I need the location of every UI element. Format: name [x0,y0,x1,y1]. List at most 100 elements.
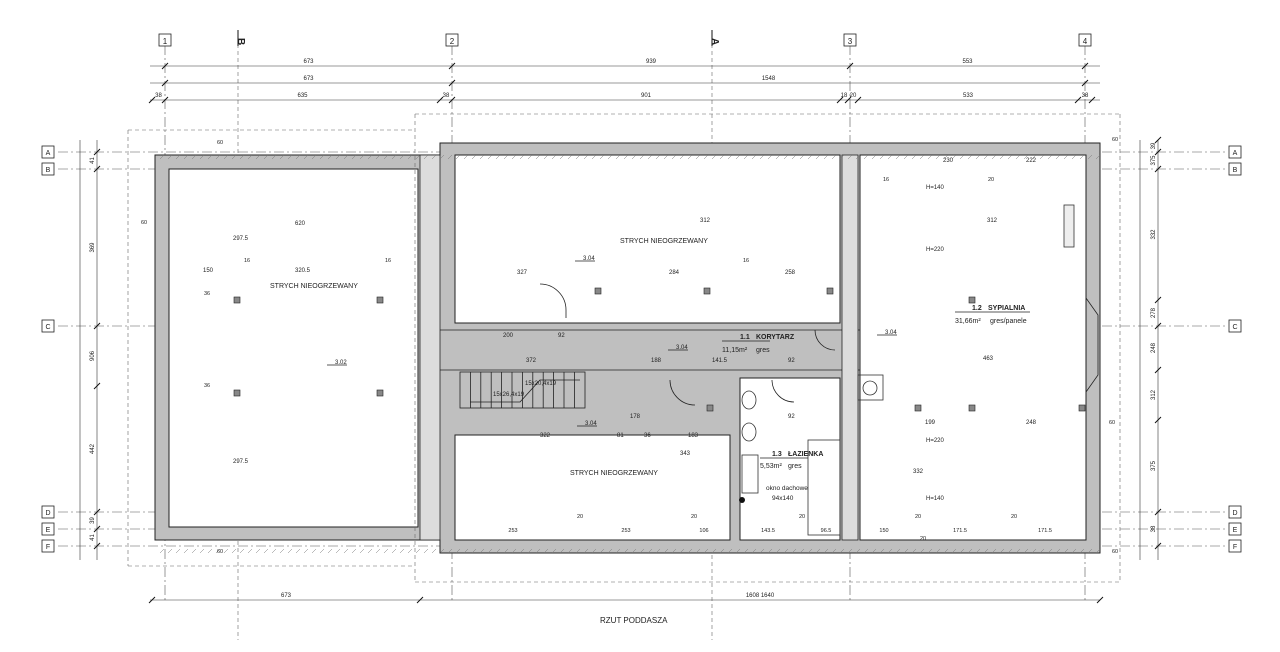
dimension-tick [1154,322,1162,330]
wall-hatch [679,548,685,554]
grid-row-bubble-right [1228,505,1242,519]
wall-hatch [327,154,333,160]
grid-row-label-right: A [1233,150,1238,157]
grid-row-label-left: B [46,167,51,174]
grid-column-bubble [158,33,172,47]
wall-hatch [287,548,293,554]
wall-hatch [615,548,621,554]
wall-hatch [671,154,677,160]
small-dimension: 20 [691,514,697,520]
wall-hatch [863,548,869,554]
grid-column-label: 4 [1083,37,1088,46]
wall-hatch [335,154,341,160]
wall-hatch [239,154,245,160]
section-marks: B A [235,30,720,46]
stairs-label: 15x26,4x19 [493,392,525,398]
wall-hatch [647,154,653,160]
wall-hatch [543,154,549,160]
grid-column-bubble [1078,33,1092,47]
height-mark: H=140 [926,185,945,191]
unheated-attic-label: STRYCH NIEOGRZEWANY [570,470,658,477]
wall-hatch [919,154,925,160]
wall-hatch [503,154,509,160]
wall-hatch [607,548,613,554]
wall-hatch [1055,154,1061,160]
grid-row-bubble-right [1228,162,1242,176]
small-dimension: 20 [915,514,921,520]
wall-hatch [255,154,261,160]
wall-hatch [663,548,669,554]
wall-hatch [831,548,837,554]
wall-hatch [471,548,477,554]
dimension-value: 673 [303,59,314,65]
dimension-value: 673 [281,593,292,599]
dimension-value: 673 [303,76,314,82]
wall-hatch [423,548,429,554]
wall-hatch [343,548,349,554]
wall-hatch [351,154,357,160]
wall-hatch [1007,154,1013,160]
wall-hatch [191,154,197,160]
dimension-tick [1154,136,1162,144]
post [968,296,976,304]
wall-hatch [551,548,557,554]
dimension-tick [448,96,456,104]
wall-hatch [431,154,437,160]
wall-hatch [735,154,741,160]
dimension-tick [416,596,424,604]
wall-hatch [839,548,845,554]
wall-hatch [159,548,165,554]
wall-hatch [407,154,413,160]
wall-hatch [655,154,661,160]
interior-dimension: 36 [644,433,651,439]
wall-hatch [191,548,197,554]
room-name: ŁAZIENKA [788,451,823,458]
bottom-inner-dimension: 106 [699,528,708,534]
grid-column-bubble [445,33,459,47]
dimension-tick [1154,416,1162,424]
grid-row-bubble-right [1228,145,1242,159]
post [233,389,241,397]
grid-row-bubble-left [41,522,55,536]
wall-hatch [583,154,589,160]
drawing-title: RZUT PODDASZA [600,616,668,625]
wall-hatch [783,548,789,554]
wall-hatch [335,548,341,554]
dimension-value: 20 [850,93,857,99]
wall-hatch [983,548,989,554]
grid-row-label-right: E [1233,527,1238,534]
wall-hatch [199,548,205,554]
dimension-tick [1154,296,1162,304]
wall-hatch [719,548,725,554]
dimension-value: 248 [1151,342,1157,353]
wall-hatch [943,154,949,160]
wall-hatch [551,154,557,160]
wall-hatch [311,548,317,554]
wall-hatch [783,154,789,160]
post [914,404,922,412]
wall-hatch [247,154,253,160]
grid-row-bubble-left [41,505,55,519]
interior-dimension: 200 [503,333,514,339]
interior-dimension: 372 [526,358,537,364]
dimension-value: 39 [90,517,96,524]
dimension-value: 41 [90,157,96,164]
wall-hatch [463,154,469,160]
wall-hatch [959,548,965,554]
wall-hatch [823,548,829,554]
dimension-value: 442 [90,443,96,454]
dimension-tick [1096,596,1104,604]
annotations: H=140H=220H=220H=1403.043.043.043.043.02… [141,137,1118,555]
wall-hatch [399,548,405,554]
building-outline [127,113,1121,583]
interior-dimension: 463 [983,356,994,362]
wall-hatch [975,548,981,554]
wall-hatch [1079,154,1085,160]
room-bedroom: 1.2 SYPIALNIA 31,66m² gres/panele [955,305,1030,325]
wall-hatch [439,154,445,160]
wall-hatch [815,548,821,554]
wall-hatch [999,548,1005,554]
wall-hatch [231,154,237,160]
wall-hatch [631,548,637,554]
